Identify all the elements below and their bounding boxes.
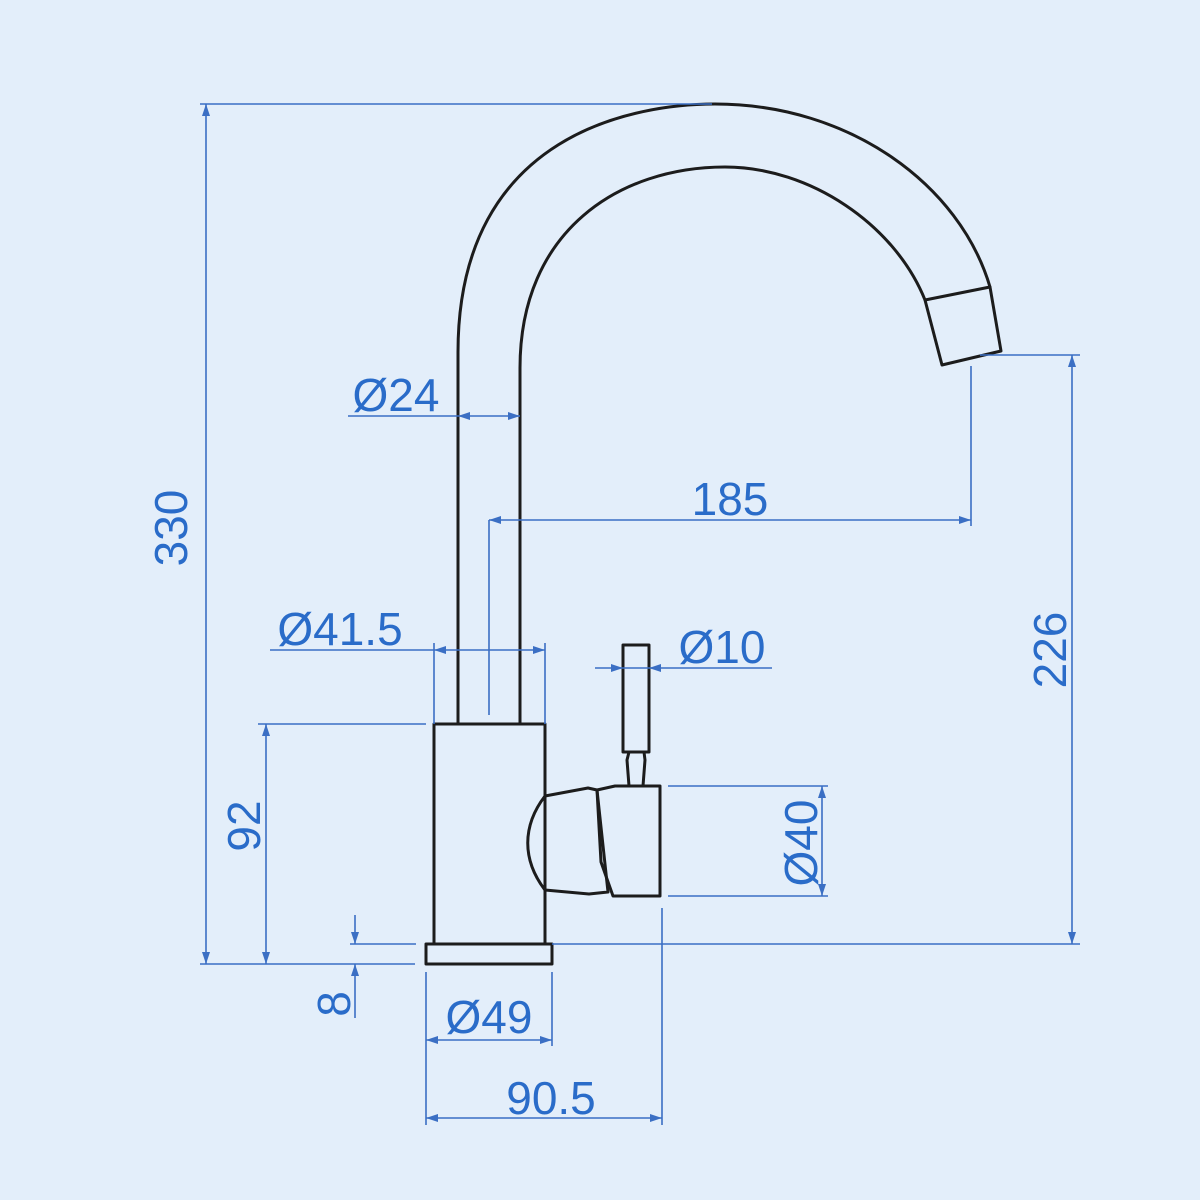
dim-base-diameter: Ø49	[446, 991, 533, 1043]
handle-hub	[595, 784, 662, 898]
handle-boss	[526, 786, 610, 896]
dim-spout-height: 226	[1024, 612, 1076, 689]
dim-body-height: 92	[218, 800, 270, 851]
dim-lever-diameter: Ø10	[679, 621, 766, 673]
faucet-base	[424, 942, 554, 966]
faucet-outline	[424, 102, 1003, 966]
aerator-line	[923, 285, 992, 302]
dim-handle-hub-diameter: Ø40	[775, 800, 827, 887]
lever-rod	[621, 643, 651, 754]
lever-neck	[625, 750, 647, 788]
dimension-labels: 330 Ø24 185 Ø41.5 Ø10 226 92 Ø40 8 Ø49 9…	[145, 369, 1076, 1124]
dim-total-height: 330	[145, 490, 197, 567]
dim-overall-depth: 90.5	[506, 1072, 596, 1124]
dim-spout-diameter: Ø24	[353, 369, 440, 421]
dimension-arrows	[202, 104, 1076, 1122]
dim-body-diameter: Ø41.5	[277, 603, 402, 655]
dim-spout-reach: 185	[692, 473, 769, 525]
dimension-lines	[200, 103, 1080, 1125]
dim-base-thickness: 8	[308, 991, 360, 1017]
